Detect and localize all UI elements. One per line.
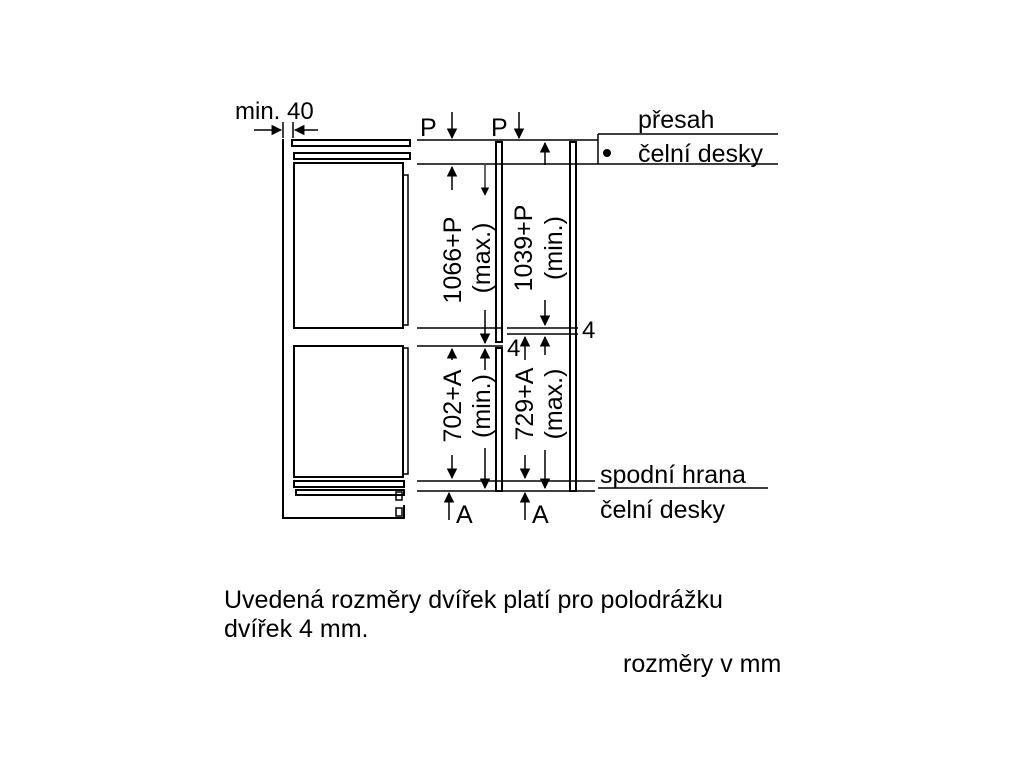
p-label-right: P [491,114,508,142]
gap-label-left: 4 [507,335,520,362]
dim-lower-right-value: 729+A [511,367,539,440]
min-gap-dimension [254,122,318,138]
dim-upper-right-note: (min.) [540,216,568,280]
overlap-pointer-dot [603,149,611,157]
a-label-right: A [532,501,549,529]
note-line-2: dvířek 4 mm. [224,615,369,643]
dim-lower-left-value: 702+A [439,369,467,442]
bottom-edge-label-line2: čelní desky [600,496,726,524]
dim-upper-left-note: (max.) [468,223,496,294]
overlap-label-line1: přesah [638,106,714,134]
p-label-left: P [420,114,437,142]
dim-lower-right-note: (max.) [540,369,568,440]
upper-door-panel-left [495,141,503,343]
cabinet-outline [282,139,411,519]
dimension-arrows [446,141,551,490]
door-panel-right [569,141,577,492]
a-label-left: A [456,501,473,529]
dim-upper-left-value: 1066+P [439,217,467,304]
bottom-edge-label-line1: spodní hrana [600,461,746,489]
gap-label-right: 4 [582,317,595,344]
p-arrows [446,112,525,140]
units-note: rozměry v mm [623,650,782,678]
a-arrows [443,491,531,520]
overlap-label-line2: čelní desky [638,140,764,168]
dim-lower-left-note: (min.) [468,374,496,438]
dim-upper-right-value: 1039+P [510,205,538,292]
door-dimensions-note: Uvedená rozměry dvířek platí pro polodrá… [224,586,824,644]
reference-lines [417,133,778,492]
lower-door-panel-left [495,347,503,492]
min-gap-label: min. 40 [235,98,314,125]
note-line-1: Uvedená rozměry dvířek platí pro polodrá… [224,586,723,614]
